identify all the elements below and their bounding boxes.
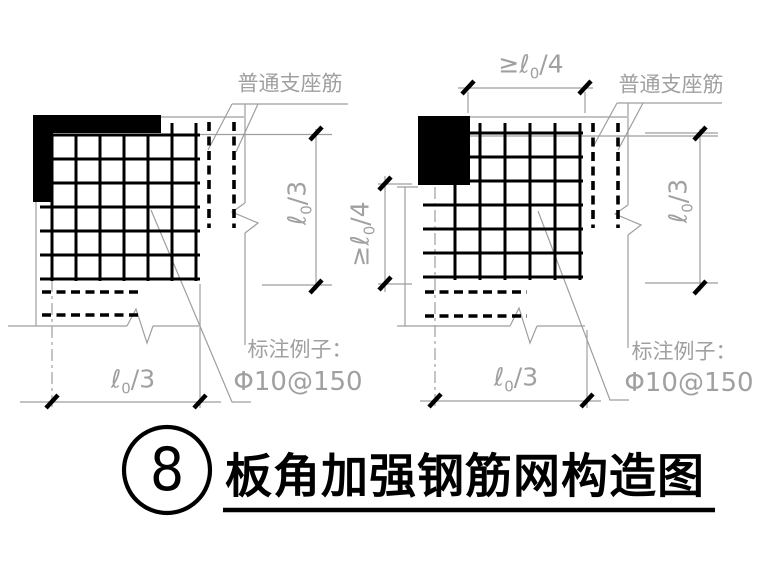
grid-horizontal-bars [40, 133, 200, 281]
column-mark [418, 116, 470, 185]
dim-geq: ≥ [345, 245, 375, 267]
example-caption-right: 标注例子： [631, 339, 737, 364]
dim-fraction: /4 [539, 49, 564, 79]
right-dimension-ticks [377, 79, 708, 409]
left-rebar-grid [40, 123, 200, 281]
detail-number-bubble [121, 424, 213, 516]
dim-symbol: ℓ [345, 235, 375, 246]
wall-corner-mark [33, 115, 161, 202]
ordinary-support-bar-label-left: 普通支座筋 [237, 71, 343, 96]
dim-l0-3-bottom-left: ℓ0/3 [110, 364, 156, 397]
leader-line [207, 103, 233, 151]
left-detail [8, 103, 348, 410]
leader-line [592, 102, 618, 148]
dashed-horizontal-bars [42, 290, 142, 317]
tick [44, 393, 60, 410]
tick [192, 393, 208, 410]
dim-fraction: /3 [513, 362, 539, 392]
dim-l0-3-bottom-right: ℓ0/3 [493, 362, 539, 395]
tick [579, 392, 595, 409]
dim-symbol: ℓ [110, 364, 122, 394]
ordinary-support-bar-label-right: 普通支座筋 [618, 72, 724, 97]
grid-vertical-bars [170, 123, 198, 281]
dim-fraction: /4 [345, 201, 375, 226]
tick [692, 125, 708, 142]
dim-symbol: ℓ [282, 214, 312, 226]
dashed-horizontal-bars [425, 290, 527, 318]
support-line-with-break [613, 103, 643, 348]
dim-fraction: /3 [130, 364, 156, 394]
left-dimension-ticks [44, 125, 324, 410]
leader-line [537, 210, 629, 401]
dim-geq: ≥ [498, 49, 520, 79]
leader-line [150, 209, 251, 403]
dim-symbol: ℓ [519, 49, 530, 79]
dim-l0-3-side-left: ℓ0/3 [282, 180, 316, 226]
tick [460, 79, 476, 96]
dim-subscript: 0 [678, 203, 697, 213]
dim-fraction: /3 [282, 180, 312, 206]
dim-symbol: ℓ [493, 362, 505, 392]
detail-title: 板角加强钢筋网构造图 [225, 449, 705, 505]
dim-subscript: 0 [504, 377, 514, 396]
slab-edge-line-with-break [8, 307, 199, 345]
right-detail [377, 79, 722, 409]
dim-subscript: 0 [529, 64, 540, 83]
title-block [121, 424, 715, 516]
right-rebar-grid [423, 123, 583, 280]
example-value-left: Φ10@150 [233, 367, 363, 397]
dim-ge-l0-4-side-right: ≥ℓ0/4 [345, 201, 379, 267]
dim-l0-3-side-right: ℓ0/3 [663, 178, 697, 224]
dim-ge-l0-4-top-right: ≥ℓ0/4 [498, 49, 564, 82]
slab-edge-line-with-break [397, 306, 585, 345]
support-line-with-break [230, 104, 260, 345]
example-caption-left: 标注例子： [247, 337, 353, 362]
tick [692, 279, 708, 296]
dim-subscript: 0 [297, 205, 316, 215]
tick [377, 275, 393, 292]
leader-line [617, 102, 644, 151]
tick [577, 79, 593, 96]
grid-vertical-bars [453, 123, 582, 280]
grid-horizontal-bars [423, 131, 583, 279]
dim-fraction: /3 [663, 178, 693, 204]
dim-subscript: 0 [360, 225, 379, 236]
dim-symbol: ℓ [663, 212, 693, 224]
left-construction-lines [8, 103, 348, 408]
leader-line [235, 103, 259, 153]
example-value-right: Φ10@150 [624, 368, 754, 398]
left-dashed-support-bars [42, 122, 236, 317]
dashed-vertical-bars [207, 122, 236, 228]
tick [377, 175, 393, 192]
tick [427, 392, 443, 409]
detail-number: 8 [149, 435, 185, 505]
dashed-vertical-bars [591, 123, 620, 228]
tick [308, 278, 324, 295]
right-dashed-support-bars [425, 123, 620, 318]
dim-subscript: 0 [121, 379, 131, 398]
tick [308, 125, 324, 142]
